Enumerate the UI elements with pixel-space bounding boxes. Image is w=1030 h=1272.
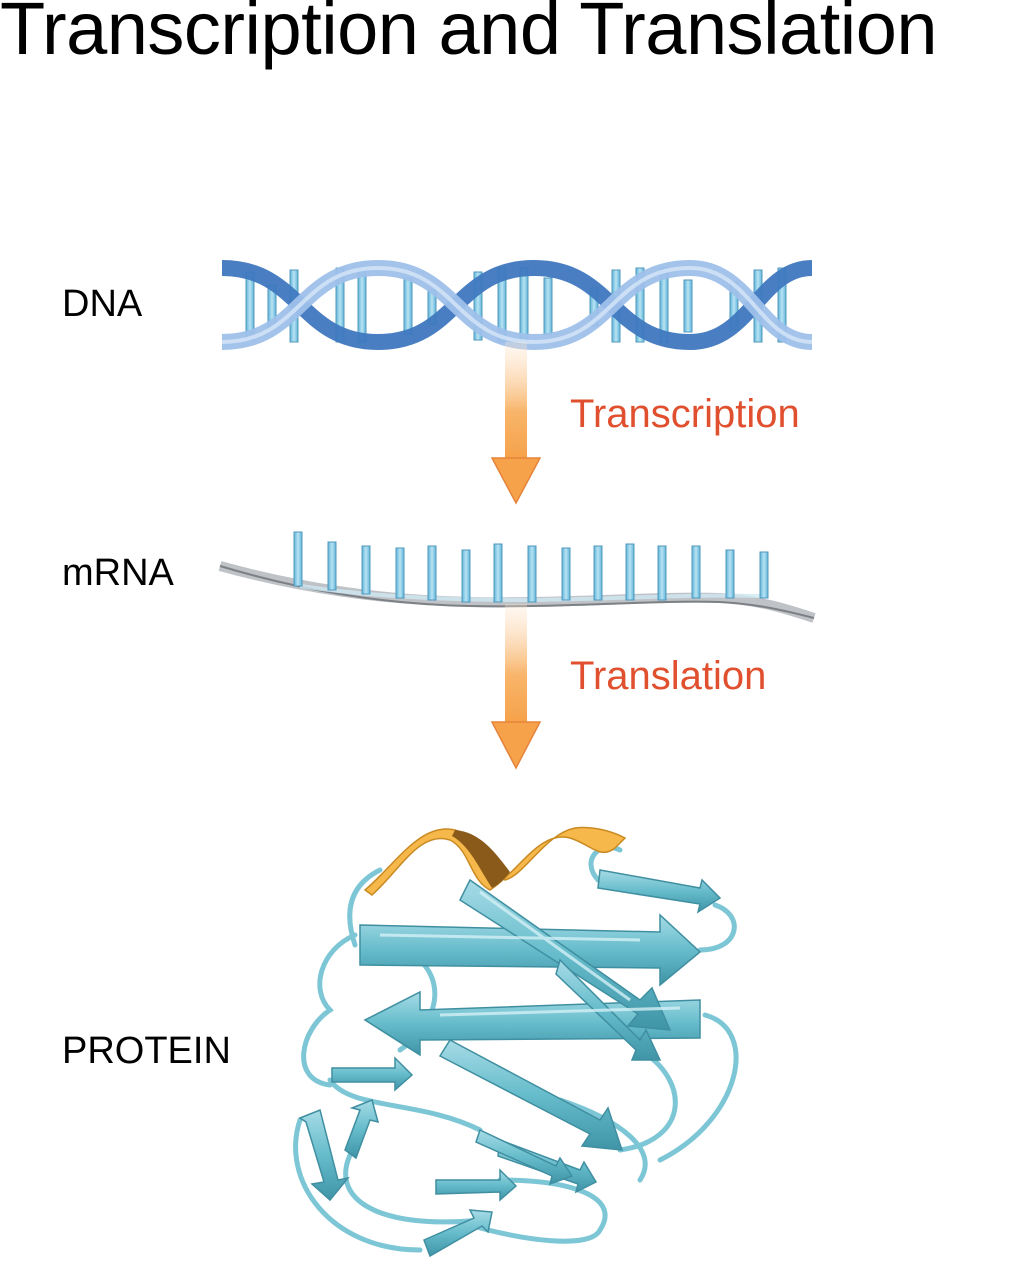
beta-strand-6 xyxy=(331,1056,414,1092)
dna-helix xyxy=(221,259,813,351)
dna-strand-back xyxy=(221,259,813,351)
beta-strand-2 xyxy=(363,990,701,1057)
beta-strand-13 xyxy=(475,1128,574,1186)
beta-strand-8 xyxy=(298,1108,350,1202)
translation-label: Translation xyxy=(570,654,767,698)
beta-strand-4 xyxy=(438,1039,624,1151)
beta-strand-1 xyxy=(359,913,702,987)
transcription-label: Transcription xyxy=(570,392,800,436)
beta-strand-11 xyxy=(435,1168,518,1202)
dna-label: DNA xyxy=(62,283,143,325)
beta-strand-7 xyxy=(597,869,722,914)
protein-label: PROTEIN xyxy=(62,1030,231,1072)
beta-strand-12 xyxy=(423,1209,493,1258)
beta-strand-9 xyxy=(344,1098,380,1160)
mrna-label: mRNA xyxy=(62,552,174,594)
mrna-strand xyxy=(218,531,816,623)
diagram-title: Transcription and Translation xyxy=(0,0,938,70)
transcription-arrow xyxy=(490,342,542,505)
mrna-bases xyxy=(293,531,769,603)
translation-arrow xyxy=(490,604,542,770)
protein-structure xyxy=(293,826,739,1258)
